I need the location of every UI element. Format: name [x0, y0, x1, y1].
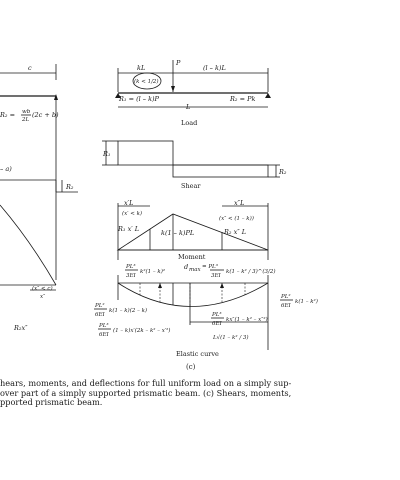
xl-condition: (x′ < k): [122, 210, 142, 217]
wb-numerator: wb: [22, 109, 31, 115]
lk-label: (l – k)L: [203, 64, 226, 72]
x2-label: x″: [40, 294, 46, 300]
shear-r2-label: R₂: [278, 168, 287, 176]
shear-positive-block: [117, 140, 174, 166]
load-title: Load: [181, 119, 197, 127]
kl-label: kL: [137, 64, 145, 72]
xl2-label: x″L: [234, 199, 244, 207]
left-moment-curve: [0, 204, 57, 286]
pl3-b-den: 6EI: [99, 332, 110, 338]
pl2-a-num: PL²: [94, 302, 105, 309]
panel-c-tag: (c): [186, 363, 196, 371]
pl3-a-num: PL³: [125, 263, 136, 270]
r2-right-label: R₂: [65, 183, 74, 191]
caption-line-3: pported prismatic beam.: [0, 397, 103, 408]
deflection-arrow-1: [158, 283, 162, 288]
dmax-subscript: max: [189, 267, 201, 273]
r1x-label: R₁ x′ L: [117, 225, 139, 233]
xc-label: (x″ < c): [32, 285, 53, 292]
figure-caption: hears, moments, and deflections for full…: [0, 378, 400, 408]
elastic-title: Elastic curve: [176, 350, 219, 358]
right-support: [265, 93, 271, 98]
pl3-a-den: 3EI: [126, 273, 137, 279]
elastic-curve: [117, 282, 269, 307]
r2-label: R₂ =: [0, 111, 15, 119]
c-label: c: [28, 64, 32, 72]
caption-line-2: over part of a simply supported prismati…: [0, 387, 292, 398]
deflection-arrow-2: [220, 283, 224, 288]
panel-c: kL (k < 1/2) P (l – k)L R₁ = (l – k)P R₂…: [94, 59, 318, 371]
left-support: [115, 93, 121, 98]
dmax-den: 3EI: [211, 273, 222, 279]
r2x-label: R₂ x″ L: [223, 228, 246, 236]
moment-diagram: x′L (x′ < k) x″L (x″ < (1 – k)) R₁ x′ L …: [116, 199, 269, 261]
pl3-c-num: PL³: [211, 311, 222, 318]
r2-equation: R₂ = Pk: [229, 95, 255, 103]
k2-a-label: k²(1 – k)²: [140, 268, 165, 275]
dmax-num: = PL³: [202, 263, 218, 270]
r1-equation: R₁ = (l – k)P: [118, 95, 160, 103]
k-condition-label: (k < 1/2): [134, 78, 159, 85]
long-eq-label: (1 – k)x′(2k – k² – x′²): [113, 327, 170, 334]
minus-a-label: – a): [0, 165, 12, 173]
k1k2k-label: k(1 – k)(2 – k): [109, 307, 147, 314]
wb-tail: (2c + b): [32, 111, 59, 119]
pl2-a-den: 6EI: [95, 312, 106, 318]
xl-label: x′L: [124, 199, 133, 207]
shear-diagram: R₁ R₂ Shear: [102, 140, 287, 190]
k1k2r-label: k(1 – k²): [295, 298, 318, 305]
beam-diagram-figure: c R₂ = wb 2L (2c + b) – a) R₂ (x″ < c) x…: [0, 59, 318, 371]
pl2-b-den: 6EI: [281, 303, 292, 309]
elastic-curve-diagram: PL³ 3EI k²(1 – k)² d max = PL³ 3EI k(1 –…: [94, 263, 318, 371]
left-fragment-panel: c R₂ = wb 2L (2c + b) – a) R₂ (x″ < c) x…: [0, 64, 78, 332]
pl3-b-num: PL³: [98, 322, 109, 329]
xl2-condition: (x″ < (1 – k)): [219, 215, 254, 222]
k1kpl-label: k(1 – k)PL: [161, 229, 194, 237]
load-diagram: kL (k < 1/2) P (l – k)L R₁ = (l – k)P R₂…: [115, 59, 271, 127]
k-condition-oval: [132, 72, 162, 90]
shear-title: Shear: [181, 182, 201, 190]
r2x-label: R₂x″: [13, 324, 28, 332]
kx-eq-label: kx″(1 – k² – x″²): [226, 316, 268, 323]
caption-line-1: hears, moments, and deflections for full…: [0, 378, 292, 388]
shear-negative-block: [172, 164, 269, 178]
moment-title: Moment: [178, 253, 206, 261]
point-load-arrowhead: [171, 86, 175, 92]
dmax-label: d: [184, 263, 188, 271]
pl2-b-num: PL²: [280, 293, 291, 300]
pl3-c-den: 6EI: [212, 321, 223, 327]
wb-denominator: 2L: [21, 117, 29, 123]
dmax-tail: k(1 – k² / 3)^(3/2): [226, 268, 276, 275]
left-reaction-arrow: [54, 94, 58, 100]
shear-r1-label: R₁: [102, 150, 111, 158]
span-label: L: [185, 103, 190, 111]
lroot-label: L√(1 – k² / 3): [212, 334, 249, 341]
p-label: P: [175, 59, 181, 67]
